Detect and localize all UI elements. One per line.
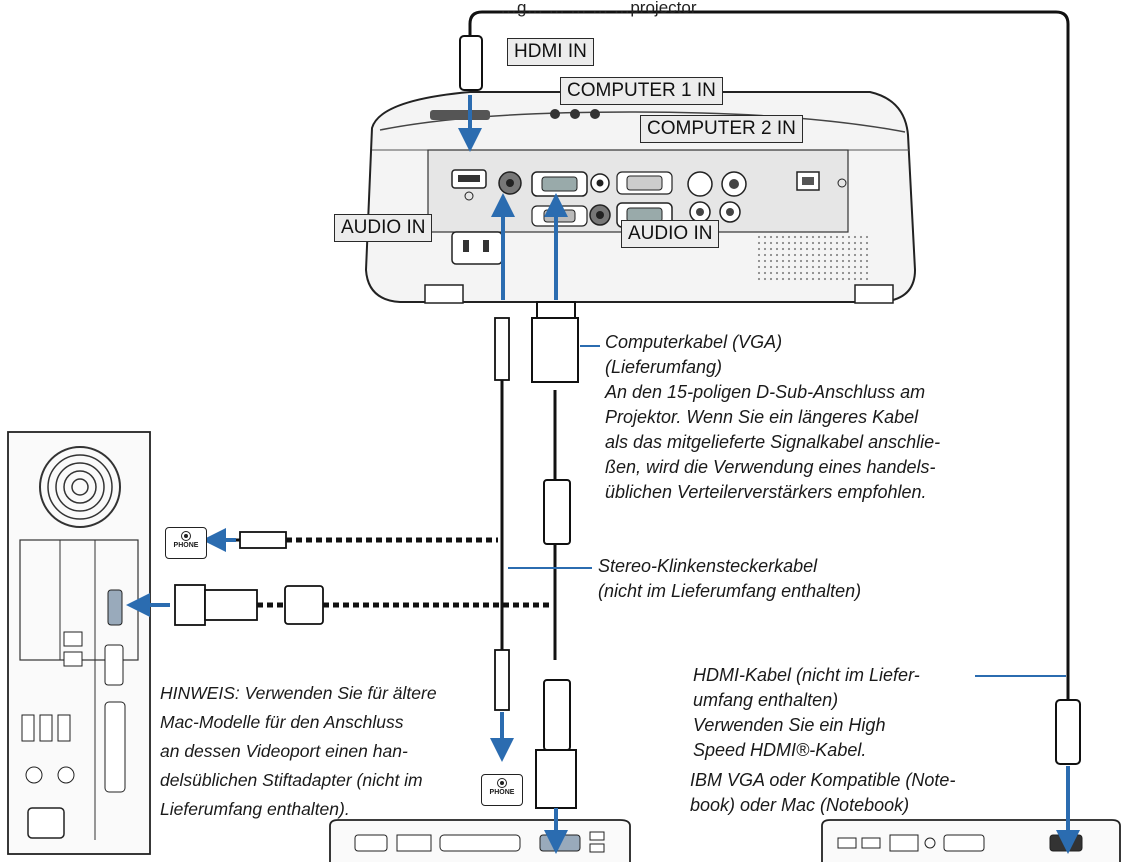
ferrite-core-1 bbox=[543, 479, 571, 545]
note-line: Computerkabel (VGA) bbox=[605, 332, 783, 352]
label-audio-in-right: AUDIO IN bbox=[621, 220, 720, 248]
note-line: Speed HDMI®-Kabel. bbox=[693, 740, 867, 760]
phone-jack-desktop: PHONE bbox=[165, 527, 207, 559]
phone-jack-notebook: PHONE bbox=[481, 774, 523, 806]
phone-jack-label: PHONE bbox=[489, 789, 515, 796]
notebook-note: IBM VGA oder Kompatible (Note- book) ode… bbox=[690, 768, 955, 818]
phone-jack-label: PHONE bbox=[173, 542, 199, 549]
computer-cable-note: Computerkabel (VGA) (Lieferumfang) An de… bbox=[605, 330, 940, 505]
label-computer-2-in: COMPUTER 2 IN bbox=[640, 115, 803, 143]
note-line: Mac-Modelle für den Anschluss bbox=[160, 712, 404, 732]
note-line: Lieferumfang enthalten). bbox=[160, 799, 350, 819]
notebook-vga-port bbox=[539, 834, 581, 852]
vga-cable-desktop bbox=[174, 584, 553, 626]
top-caption-partial: …g… … … … …projector bbox=[500, 0, 697, 17]
stereo-cable-note: Stereo-Klinkensteckerkabel (nicht im Lie… bbox=[598, 554, 861, 604]
vga-plug-bottom bbox=[535, 749, 577, 809]
audio-plug-top bbox=[494, 317, 510, 381]
hdmi-cable-note: HDMI-Kabel (nicht im Liefer- umfang enth… bbox=[693, 663, 920, 763]
note-line: (nicht im Lieferumfang enthalten) bbox=[598, 581, 862, 601]
note-line: als das mitgelieferte Signalkabel anschl… bbox=[605, 432, 941, 452]
note-line: (Lieferumfang) bbox=[605, 357, 723, 377]
audio-cable-desktop bbox=[212, 531, 498, 549]
callout-lines bbox=[508, 345, 1066, 677]
note-line: ßen, wird die Verwendung eines handels- bbox=[605, 457, 936, 477]
note-line: HINWEIS: Verwenden Sie für ältere bbox=[160, 683, 437, 703]
note-line: Verwenden Sie ein High bbox=[693, 715, 886, 735]
note-line: An den 15-poligen D-Sub-Anschluss am bbox=[605, 382, 926, 402]
speaker-grille bbox=[755, 232, 870, 282]
note-line: IBM VGA oder Kompatible (Note- bbox=[690, 770, 956, 790]
vga-plug-top bbox=[531, 317, 579, 383]
hdmi-cable bbox=[468, 10, 1070, 700]
label-audio-in-left: AUDIO IN bbox=[334, 214, 433, 242]
ferrite-core-2 bbox=[543, 679, 571, 751]
note-line: Stereo-Klinkensteckerkabel bbox=[598, 556, 818, 576]
label-computer-1-in: COMPUTER 1 IN bbox=[560, 77, 723, 105]
notebook-right bbox=[821, 819, 1121, 862]
note-line: an dessen Videoport einen han- bbox=[160, 741, 408, 761]
hdmi-plug-top bbox=[459, 35, 483, 91]
note-line: delsüblichen Stiftadapter (nicht im bbox=[160, 770, 423, 790]
note-line: umfang enthalten) bbox=[693, 690, 839, 710]
desktop-computer bbox=[7, 431, 151, 855]
label-hdmi-in: HDMI IN bbox=[507, 38, 594, 66]
hdmi-plug-bottom bbox=[1055, 699, 1081, 765]
hinweis-note: HINWEIS: Verwenden Sie für ältere Mac-Mo… bbox=[160, 679, 455, 824]
phone-jack-icon bbox=[497, 778, 507, 788]
phone-jack-icon bbox=[181, 531, 191, 541]
notebook-left bbox=[329, 819, 631, 862]
note-line: HDMI-Kabel (nicht im Liefer- bbox=[693, 665, 920, 685]
note-line: üblichen Verteilerverstärkers empfohlen. bbox=[605, 482, 927, 502]
power-inlet bbox=[451, 231, 503, 265]
desktop-vga-port bbox=[107, 589, 123, 626]
connection-arrows bbox=[126, 95, 1080, 854]
audio-plug-bottom bbox=[494, 649, 510, 711]
note-line: Projektor. Wenn Sie ein längeres Kabel bbox=[605, 407, 919, 427]
note-line: book) oder Mac (Notebook) bbox=[690, 795, 910, 815]
